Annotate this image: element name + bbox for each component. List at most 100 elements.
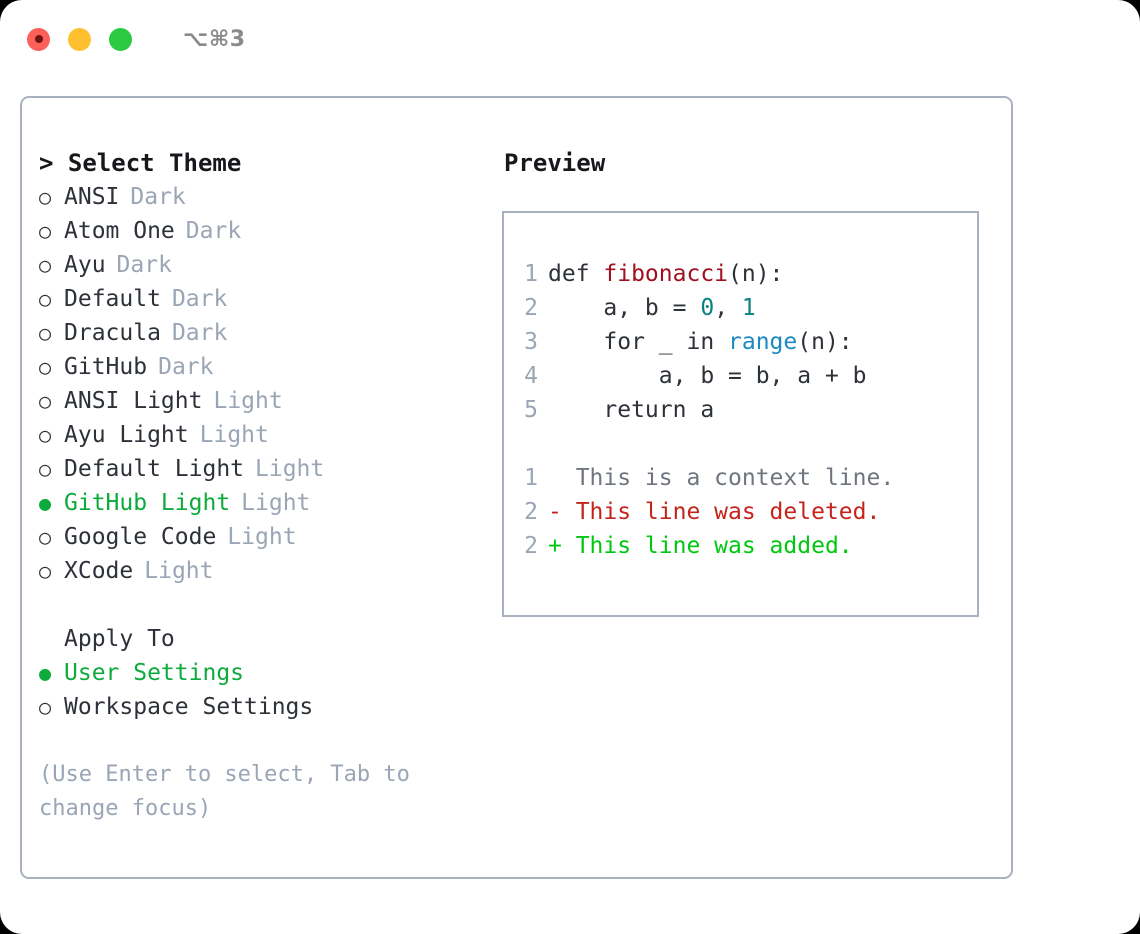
- theme-option-atom-one[interactable]: ○ Atom One Dark: [39, 214, 502, 248]
- code-line: 3 for _ in range(n):: [504, 325, 977, 359]
- code-token: for _ in: [548, 329, 729, 355]
- code-line: 2 a, b = 0, 1: [504, 291, 977, 325]
- code-token: (n):: [797, 329, 853, 355]
- theme-option-kind: Dark: [130, 184, 186, 210]
- radio-unselected-icon: ○: [39, 321, 52, 345]
- code-line: 1 def fibonacci(n):: [504, 257, 977, 291]
- theme-option-label: ANSI: [64, 184, 120, 210]
- minimize-button-icon[interactable]: [68, 27, 91, 51]
- theme-option-github-light[interactable]: ● GitHub Light Light: [39, 486, 502, 520]
- radio-selected-icon: ●: [39, 491, 52, 515]
- code-token: return a: [548, 397, 715, 423]
- theme-option-kind: Dark: [158, 354, 214, 380]
- code-line: 5 return a: [504, 393, 977, 427]
- code-token: fibonacci: [603, 261, 729, 287]
- theme-option-ayu[interactable]: ○ Ayu Dark: [39, 248, 502, 282]
- theme-option-kind: Light: [144, 558, 214, 584]
- theme-option-kind: Light: [241, 490, 311, 516]
- theme-option-xcode[interactable]: ○ XCode Light: [39, 554, 502, 588]
- theme-option-kind: Light: [227, 524, 297, 550]
- radio-unselected-icon: ○: [39, 253, 52, 277]
- apply-to-heading: Apply To: [64, 626, 175, 652]
- theme-option-kind: Dark: [185, 218, 242, 244]
- line-number: 2: [524, 295, 538, 321]
- theme-option-label: GitHub Light: [64, 490, 231, 516]
- theme-option-label: Ayu: [64, 252, 106, 278]
- preview-spacer: [504, 427, 977, 461]
- code-token: 1: [741, 295, 756, 321]
- select-theme-heading: > Select Theme: [39, 149, 242, 177]
- theme-option-kind: Dark: [171, 320, 228, 346]
- radio-unselected-icon: ○: [39, 559, 52, 583]
- apply-to-option-label: User Settings: [64, 660, 245, 686]
- title-bar: ⌥⌘3: [0, 0, 1140, 78]
- line-number: 1: [524, 261, 538, 287]
- keyboard-hint-text: (Use Enter to select, Tab to change focu…: [39, 762, 410, 821]
- apply-to-list[interactable]: ●User Settings ○ Workspace Settings: [39, 656, 502, 724]
- theme-option-google-code[interactable]: ○ Google Code Light: [39, 520, 502, 554]
- theme-option-ansi[interactable]: ○ ANSI Dark: [39, 180, 502, 214]
- radio-unselected-icon: ○: [39, 219, 52, 243]
- theme-option-label: GitHub: [64, 354, 148, 380]
- preview-heading: Preview: [504, 149, 606, 177]
- radio-unselected-icon: ○: [39, 695, 52, 719]
- diff-text: + This line was added.: [548, 533, 853, 559]
- apply-to-option-workspace-settings[interactable]: ○ Workspace Settings: [39, 690, 502, 724]
- radio-unselected-icon: ○: [39, 525, 52, 549]
- window-controls: [27, 27, 132, 51]
- diff-sample: 1 This is a context line. 2 - This line wa…: [504, 461, 977, 563]
- line-number: 3: [524, 329, 538, 355]
- keyboard-shortcut-label: ⌥⌘3: [183, 26, 246, 52]
- theme-option-label: Atom One: [64, 218, 175, 244]
- code-text: return a: [548, 393, 714, 427]
- diff-text: - This line was deleted.: [548, 499, 881, 525]
- theme-option-kind: Dark: [116, 252, 172, 278]
- theme-option-kind: Dark: [171, 286, 228, 312]
- theme-option-kind: Light: [213, 388, 283, 414]
- theme-option-dracula[interactable]: ○ Dracula Dark: [39, 316, 502, 350]
- line-number: 1: [524, 465, 538, 491]
- code-token: a, b =: [548, 295, 701, 321]
- zoom-button-icon[interactable]: [109, 27, 132, 51]
- radio-unselected-icon: ○: [39, 423, 52, 447]
- close-button-icon[interactable]: [27, 27, 50, 51]
- theme-option-label: XCode: [64, 558, 134, 584]
- theme-option-label: Dracula: [64, 320, 161, 346]
- code-line: 4 a, b = b, a + b: [504, 359, 977, 393]
- line-number: 2: [524, 499, 538, 525]
- theme-option-label: Google Code: [64, 524, 217, 550]
- code-text: a, b = 0, 1: [548, 291, 756, 325]
- diff-line: 1 This is a context line.: [504, 461, 977, 495]
- diff-line: 2 - This line was deleted.: [504, 495, 977, 529]
- code-text: a, b = b, a + b: [548, 359, 867, 393]
- radio-unselected-icon: ○: [39, 389, 52, 413]
- code-text: def fibonacci(n):: [548, 257, 783, 291]
- apply-to-option-label: Workspace Settings: [64, 694, 314, 720]
- line-number: 5: [524, 397, 538, 423]
- line-number: 2: [524, 533, 538, 559]
- theme-option-kind: Light: [199, 422, 269, 448]
- diff-line: 2 + This line was added.: [504, 529, 977, 563]
- code-token: ,: [714, 295, 742, 321]
- theme-option-label: Default Light: [64, 456, 245, 482]
- code-token: 0: [700, 295, 715, 321]
- code-token: def: [548, 261, 604, 287]
- theme-option-label: Default: [64, 286, 161, 312]
- code-token: range: [728, 329, 798, 355]
- code-token: a, b = b, a + b: [548, 363, 867, 389]
- apply-to-option-user-settings[interactable]: ●User Settings: [39, 656, 502, 690]
- code-text: for _ in range(n):: [548, 325, 853, 359]
- radio-unselected-icon: ○: [39, 457, 52, 481]
- radio-unselected-icon: ○: [39, 185, 52, 209]
- code-token: (n):: [728, 261, 784, 287]
